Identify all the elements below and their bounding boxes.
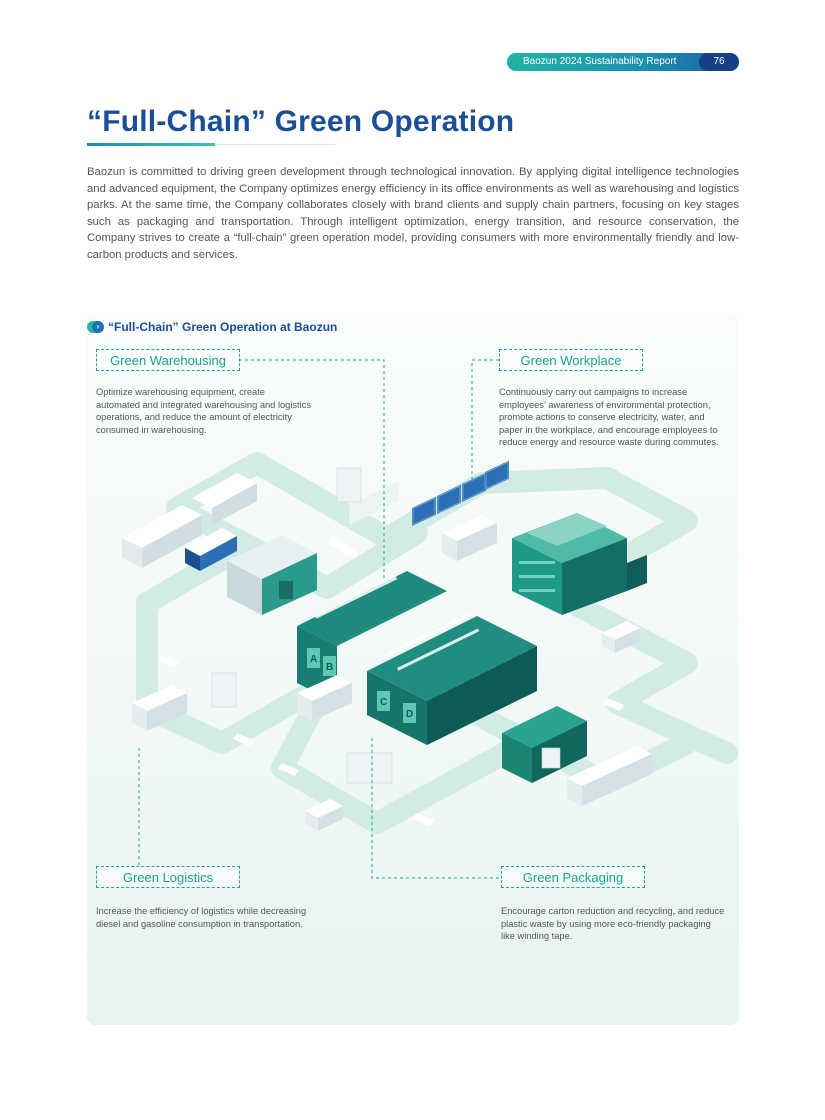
warehouse-doors xyxy=(307,648,416,723)
label-green-workplace: Green Workplace xyxy=(499,349,643,371)
label-green-warehousing: Green Warehousing xyxy=(96,349,240,371)
pallet-boxes xyxy=(211,467,561,784)
trucks xyxy=(132,515,652,831)
door-letter-a: A xyxy=(310,654,317,665)
door-letter-b: B xyxy=(326,662,333,673)
small-warehouse xyxy=(227,535,317,615)
road-arrows xyxy=(158,538,624,826)
title-underline xyxy=(87,143,215,146)
desc-green-warehousing: Optimize warehousing equipment, create a… xyxy=(96,387,312,435)
solar-panels xyxy=(412,460,509,526)
desc-green-workplace: Continuously carry out campaigns to incr… xyxy=(499,387,719,448)
chevron-right-icon: › xyxy=(87,321,104,333)
workplace-building xyxy=(512,513,647,615)
page-number: 76 xyxy=(699,53,739,71)
intro-paragraph: Baozun is committed to driving green dev… xyxy=(87,166,739,261)
desc-green-packaging: Encourage carton reduction and recycling… xyxy=(501,906,725,942)
report-header-pill: Baozun 2024 Sustainability Report 76 xyxy=(507,53,739,71)
door-letter-c: C xyxy=(380,697,387,708)
page-title: “Full-Chain” Green Operation xyxy=(87,105,515,138)
label-green-logistics: Green Logistics xyxy=(96,866,240,888)
report-title: Baozun 2024 Sustainability Report xyxy=(523,56,677,67)
title-underline-thin xyxy=(215,144,335,145)
train-and-bus xyxy=(122,473,257,571)
desc-green-logistics: Increase the efficiency of logistics whi… xyxy=(96,906,307,929)
operation-illustration: A B C D xyxy=(122,359,738,879)
door-letter-d: D xyxy=(406,709,413,720)
diagram-heading-text: “Full-Chain” Green Operation at Baozun xyxy=(108,320,338,334)
label-green-packaging: Green Packaging xyxy=(501,866,645,888)
connector-lines xyxy=(138,359,499,879)
